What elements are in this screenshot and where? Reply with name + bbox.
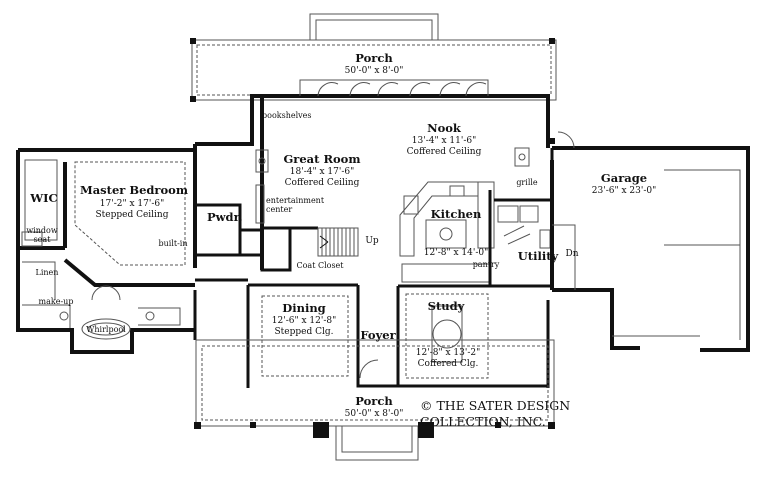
master-suite-walls [16,148,195,354]
built-in-note: built-in [158,239,188,248]
window-seat-note: window seat [26,226,58,245]
copyright-notice: © THE SATER DESIGN COLLECTION, INC. [420,398,571,429]
dining-label: Dining [282,301,326,315]
wic-label: WIC [30,191,58,205]
utility-label: Utility [517,249,559,263]
nook-dims: 13'-4" x 11'-6" [411,136,477,146]
study-dims: 12'-8" x 13'-2" [415,348,481,358]
foyer-door [359,359,379,379]
garage-label: Garage [600,171,648,185]
master-bedroom-dims: 17'-2" x 17'-6" [99,199,165,209]
rear-porch-dims: 50'-0" x 8'-0" [344,66,404,76]
stair-up-note: Up [365,236,379,246]
exterior-walls [193,94,550,270]
foyer-label: Foyer [360,328,396,342]
stair-down-note: Dn [565,249,579,259]
nook-label: Nook [427,121,461,135]
master-bedroom-label: Master Bedroom [80,183,188,197]
study-ceiling [405,293,489,379]
porch-columns [190,38,555,144]
grille-note: grille [516,178,538,187]
dining-ceiling: Stepped Clg. [274,327,334,337]
great-room-dims: 18'-4" x 17'-6" [289,167,355,177]
nook-ceiling: Coffered Ceiling [406,147,482,157]
utility-fixtures [497,147,551,249]
linen-note: Linen [35,268,59,277]
dining-ceiling [261,295,349,377]
core-walls [195,203,318,272]
front-porch-columns [194,422,555,438]
master-suite-details [21,159,186,340]
entertainment-note: entertainment center [266,196,325,215]
front-porch-dims: 50'-0" x 8'-0" [344,409,404,419]
study-ceiling: Coffered Clg. [417,359,479,369]
front-porch-label: Porch [355,394,393,408]
bookshelves-note: bookshelves [262,111,312,120]
great-room-ceiling: Coffered Ceiling [284,178,360,188]
pwdr-label: Pwdr. [207,210,243,224]
dining-dims: 12'-6" x 12'-8" [271,316,337,326]
whirlpool-note: Whirlpool [86,325,126,334]
nook-bay [299,79,489,97]
pantry-note: pantry [472,260,500,269]
garage-dims: 23'-6" x 23'-0" [591,186,657,196]
master-bedroom-ceiling: Stepped Ceiling [95,210,169,220]
entertainment-center [255,149,269,224]
great-room-label: Great Room [283,152,361,166]
dining-walls [193,278,360,388]
kitchen-label: Kitchen [430,207,482,221]
make-up-note: make-up [38,297,74,306]
stair [317,227,359,257]
front-porch-outline [195,339,555,461]
kitchen-counters [399,181,495,283]
garage-doors [552,131,741,340]
study-label: Study [427,299,465,313]
rear-porch-label: Porch [355,51,393,65]
study-walls [396,286,550,388]
coat-closet-note: Coat Closet [296,261,344,270]
foyer-walls [356,378,398,388]
kitchen-dims: 12'-8" x 14'-0" [423,248,489,258]
